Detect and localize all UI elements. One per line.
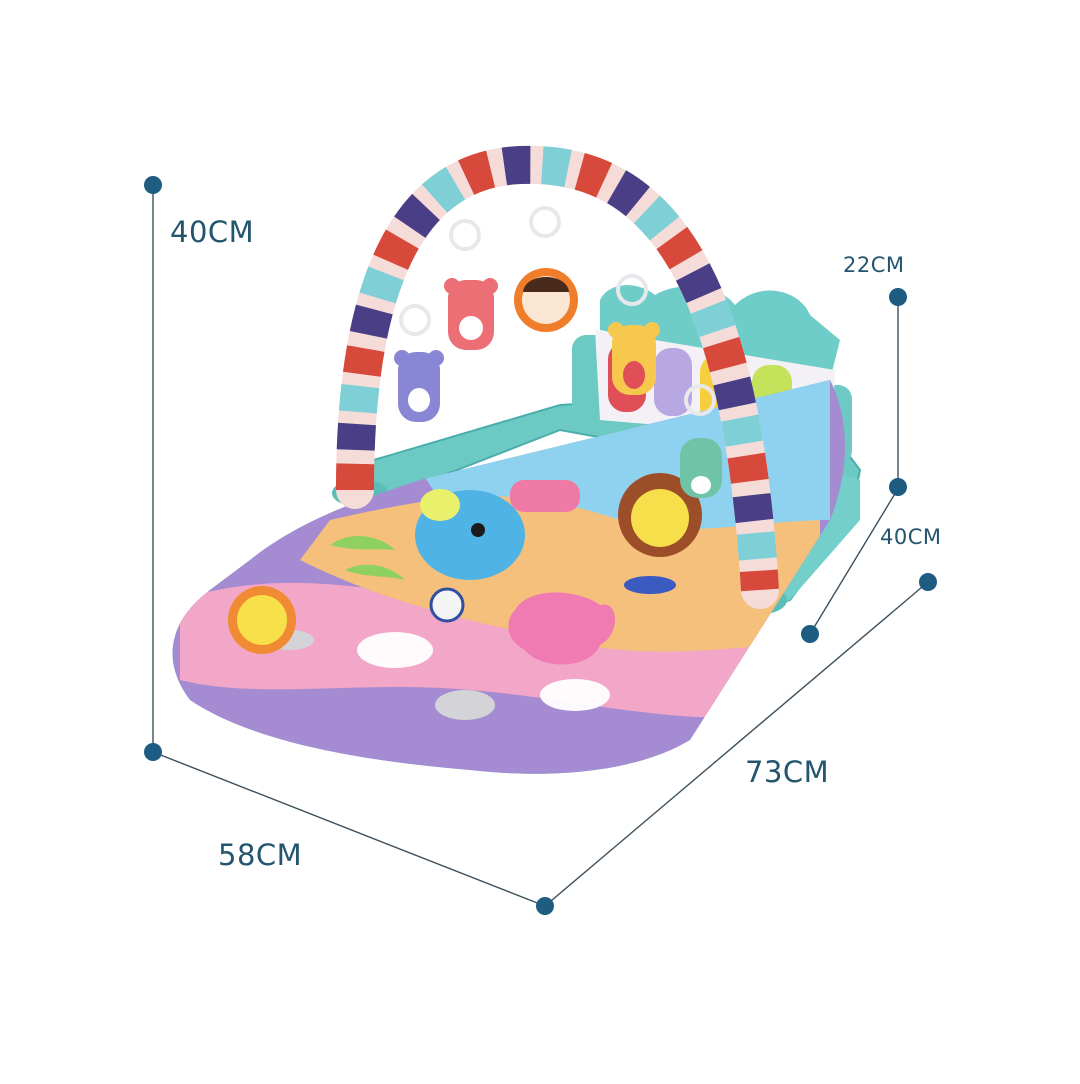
mat-length-label: 73CM: [745, 755, 830, 789]
green-frog-rattle: [680, 384, 722, 498]
dimension-endpoints: [144, 176, 937, 915]
girl-face-mirror: [514, 206, 578, 332]
toy-arch: [336, 145, 779, 609]
panel-height-label: 22CM: [843, 253, 905, 277]
panel-depth-label: 40CM: [880, 525, 942, 549]
endpoint-dot: [801, 625, 819, 643]
mat-width-label: 58CM: [218, 838, 303, 872]
endpoint-dot: [144, 176, 162, 194]
piano-key-purple: [654, 348, 692, 416]
endpoint-dot: [889, 288, 907, 306]
mat-length-line: [544, 581, 929, 907]
beach-ball: [429, 587, 465, 623]
panel-depth-line: [809, 491, 897, 635]
arch-height-label: 40CM: [170, 215, 255, 249]
endpoint-dot: [889, 478, 907, 496]
endpoint-dot: [144, 743, 162, 761]
mat-width-line: [152, 751, 546, 907]
dimension-lines: [152, 185, 929, 907]
hanging-toys: [394, 206, 722, 498]
yellow-bear-rattle: [608, 274, 660, 395]
purple-bear-rattle: [394, 304, 444, 422]
pink-bear-rattle: [444, 219, 498, 350]
endpoint-dot: [536, 897, 554, 915]
endpoint-dot: [919, 573, 937, 591]
fox-character: [508, 592, 615, 665]
